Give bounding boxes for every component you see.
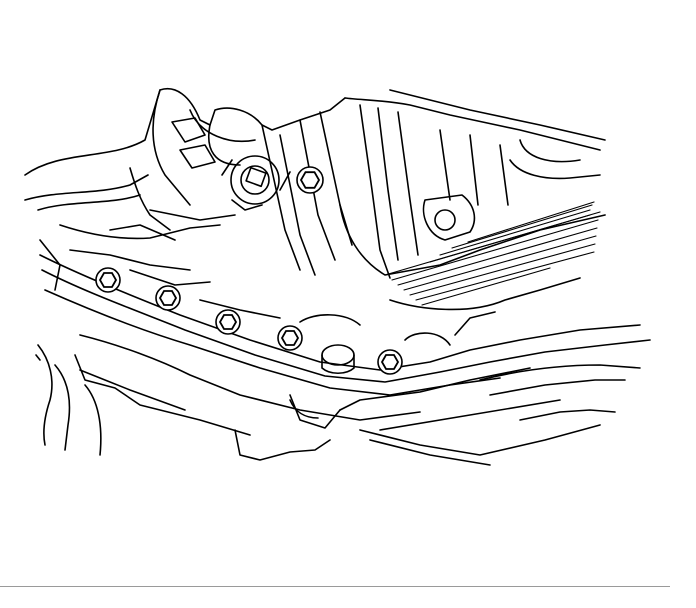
bolt-icon — [296, 166, 324, 194]
pan-bolts — [95, 166, 403, 375]
transmission-housing — [339, 89, 606, 311]
oil-pan — [39, 209, 651, 466]
crankcase-left — [35, 344, 102, 456]
footer-rule — [0, 586, 670, 587]
bolt-icon — [277, 325, 303, 351]
bolt-icon — [155, 285, 181, 311]
bolt-icon — [95, 267, 121, 293]
bolt-icon — [377, 349, 403, 375]
filter-fins — [384, 201, 601, 306]
engine-block — [24, 88, 353, 276]
bolt-icon — [215, 309, 241, 335]
